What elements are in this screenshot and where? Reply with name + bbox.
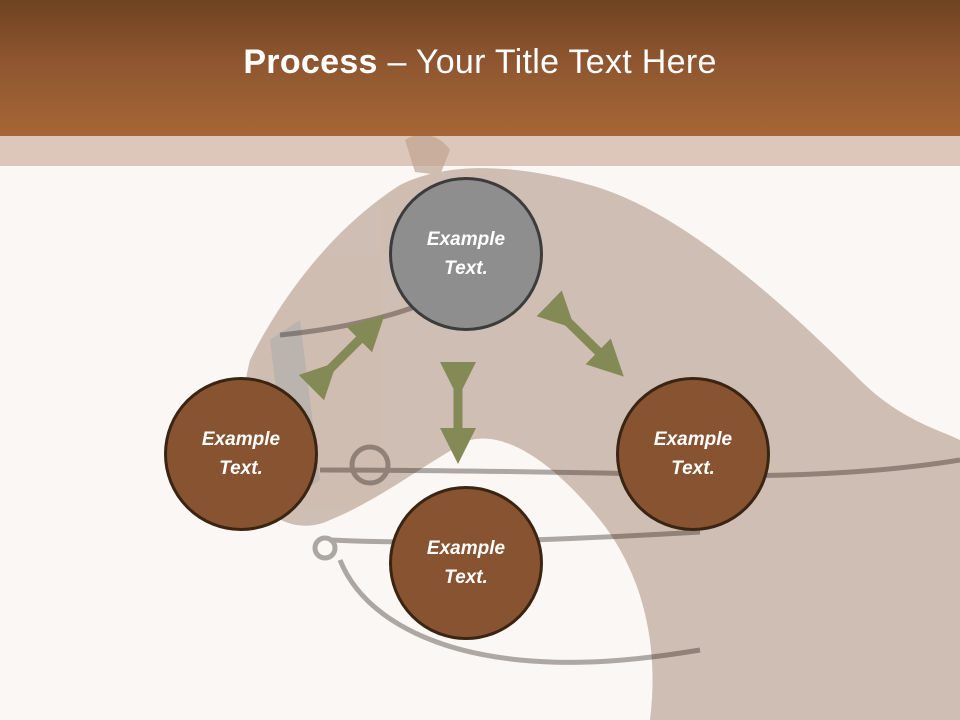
title-underband bbox=[0, 136, 960, 166]
node-top-line2: Text. bbox=[444, 258, 488, 279]
node-right-line1: Example bbox=[653, 429, 733, 450]
node-left-line2: Text. bbox=[219, 458, 263, 479]
node-top-line1: Example bbox=[426, 229, 506, 250]
node-bottom-line2: Text. bbox=[444, 567, 488, 588]
title-bold: Process bbox=[243, 42, 378, 81]
node-right-line2: Text. bbox=[671, 458, 715, 479]
title-bar: Process – Your Title Text Here bbox=[0, 0, 960, 136]
node-left-line1: Example bbox=[201, 429, 281, 450]
title-rest: – Your Title Text Here bbox=[377, 42, 717, 81]
node-bottom-line1: Example bbox=[426, 538, 506, 559]
slide-title: Process – Your Title Text Here bbox=[243, 43, 716, 82]
